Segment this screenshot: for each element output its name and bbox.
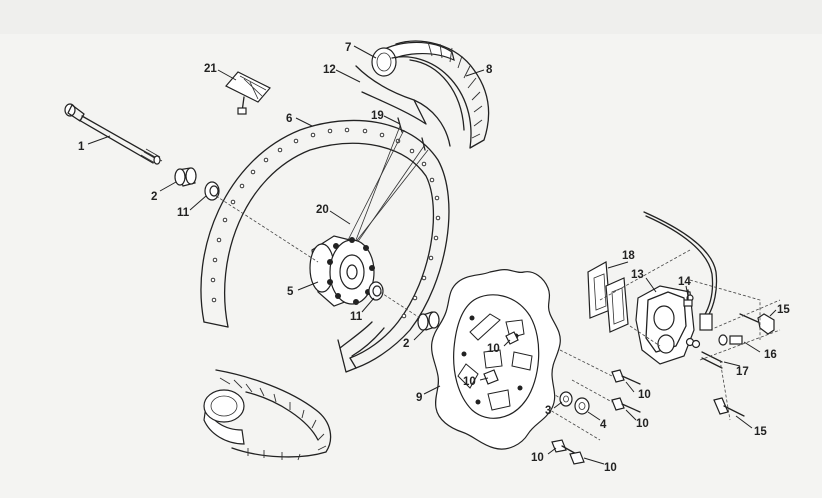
header-band [0, 0, 822, 34]
label-13: 13 [631, 269, 644, 281]
part-labels: 1 2 11 21 6 7 8 12 19 20 5 11 2 9 10 10 … [78, 42, 790, 474]
tyre-bottom [203, 369, 332, 461]
label-14: 14 [678, 276, 691, 288]
brake-pads [587, 261, 629, 333]
hub [309, 235, 375, 307]
label-10-d: 10 [604, 462, 617, 474]
bearing-left [204, 181, 220, 201]
mounting-bolts [611, 369, 641, 413]
washer-nut [559, 391, 590, 415]
label-20: 20 [316, 204, 329, 216]
label-4: 4 [600, 419, 607, 431]
label-16: 16 [764, 349, 777, 361]
label-17: 17 [736, 366, 749, 378]
caliper-hardware [685, 313, 775, 417]
label-7: 7 [345, 42, 351, 54]
label-21: 21 [204, 63, 217, 75]
label-11-left: 11 [177, 207, 190, 219]
label-15-b: 15 [754, 426, 767, 438]
brake-hose [643, 211, 718, 331]
label-10-c: 10 [531, 452, 544, 464]
axle [64, 103, 163, 165]
label-12: 12 [323, 64, 336, 76]
label-2-right: 2 [403, 338, 409, 350]
spokes [339, 117, 429, 263]
label-18: 18 [622, 250, 635, 262]
label-1: 1 [78, 141, 85, 153]
brake-disc [431, 268, 561, 450]
rim [200, 119, 450, 373]
label-11-right: 11 [350, 311, 363, 323]
leader-lines [87, 45, 777, 465]
spacer-right [417, 311, 440, 331]
label-2-left: 2 [151, 191, 157, 203]
tyre-top [355, 40, 490, 149]
label-5: 5 [287, 286, 294, 298]
label-6: 6 [286, 113, 292, 125]
label-19: 19 [371, 110, 384, 122]
spacer-left [174, 167, 197, 187]
label-10-b: 10 [463, 376, 476, 388]
label-3: 3 [545, 405, 551, 417]
label-10-e: 10 [638, 389, 651, 401]
label-10-f: 10 [636, 418, 649, 430]
rim-lock [225, 71, 271, 115]
label-15-a: 15 [777, 304, 790, 316]
brake-caliper [635, 285, 695, 365]
label-9: 9 [416, 392, 422, 404]
label-8: 8 [486, 64, 493, 76]
label-10-a: 10 [487, 343, 500, 355]
bearing-right [368, 281, 384, 301]
